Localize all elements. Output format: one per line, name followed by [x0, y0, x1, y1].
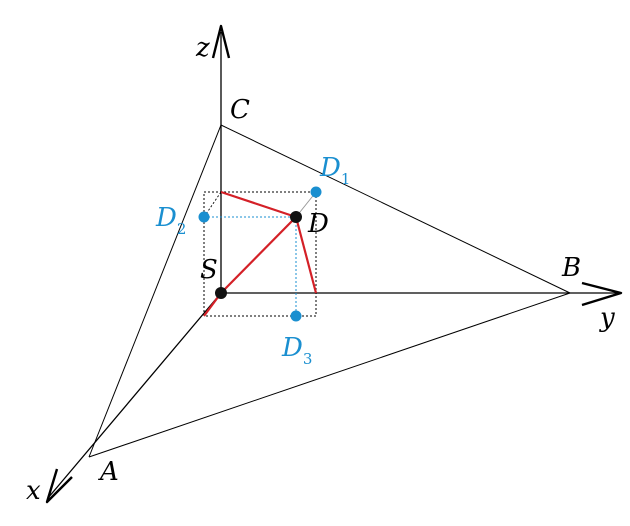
label-C: C [230, 95, 250, 125]
label-B: B [561, 253, 581, 283]
z-axis-arrowhead [211, 24, 231, 59]
label-y: y [599, 303, 615, 333]
point-D2 [198, 211, 210, 223]
x-axis-arrowhead [45, 468, 73, 504]
edge-AC [88, 124, 222, 458]
point-S [215, 287, 227, 299]
projection-box [203, 191, 317, 317]
segment-C-D [220, 190, 297, 219]
point-D [290, 211, 302, 223]
label-S: S [200, 255, 218, 285]
segment-D-y [294, 216, 318, 294]
y-axis-arrowhead [581, 281, 623, 307]
point-D3 [290, 310, 302, 322]
label-z: z [195, 33, 210, 63]
label-D1: D1 [319, 153, 350, 188]
label-x: x [26, 476, 41, 506]
edge-AB [88, 292, 571, 458]
edge-BC [220, 124, 571, 294]
label-D: D [307, 209, 329, 239]
segment-S-D [220, 216, 297, 294]
label-A: A [98, 457, 119, 487]
label-D3: D3 [281, 333, 312, 368]
label-D2: D2 [155, 203, 186, 238]
point-D1 [310, 186, 322, 198]
x-axis [47, 292, 222, 499]
